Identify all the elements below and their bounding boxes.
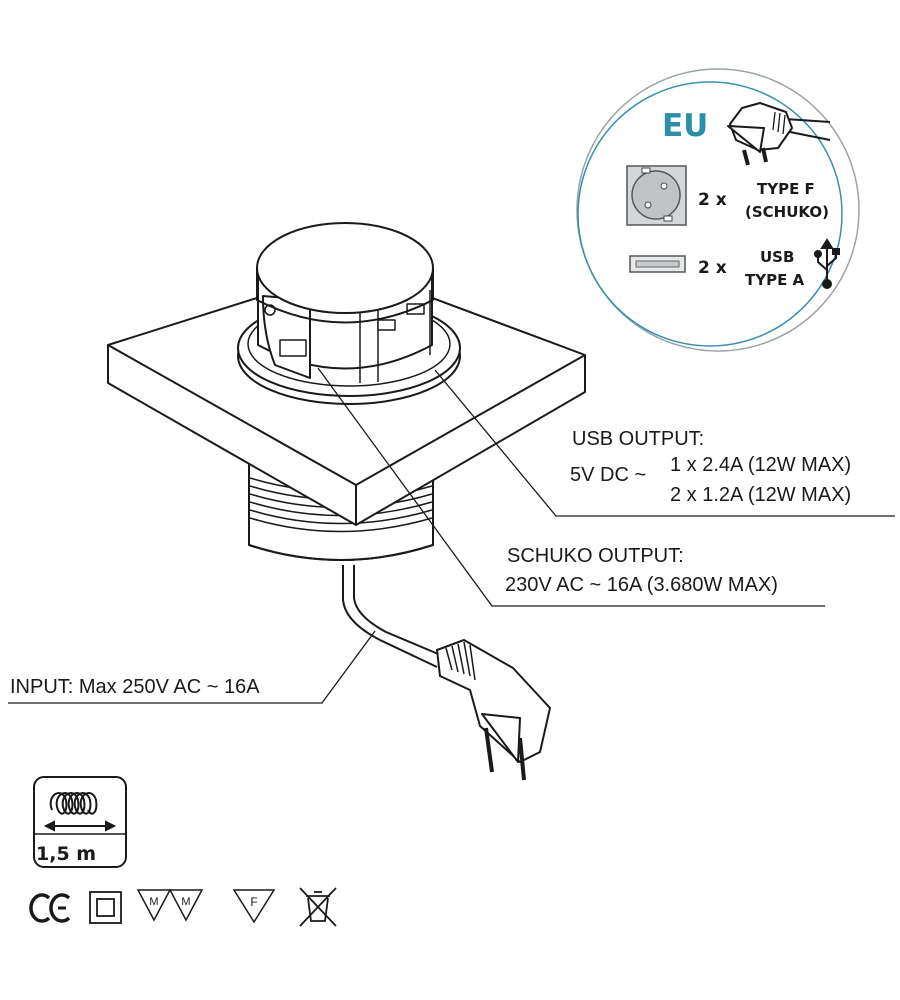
weee-bin-icon — [299, 887, 337, 927]
cable-length-label: 1,5 m — [36, 843, 97, 865]
ce-mark-icon — [29, 893, 71, 923]
eu-badge — [576, 68, 860, 352]
schuko-count: 2 x — [698, 190, 727, 210]
schuko-type-line2: (SCHUKO) — [745, 203, 829, 221]
usb-output-line2: 2 x 1.2A (12W MAX) — [670, 484, 852, 506]
class-ii-icon — [89, 891, 122, 924]
m-mark-letter-1: M — [149, 896, 158, 908]
usb-symbol-icon — [814, 238, 840, 289]
schuko-plug-drawing — [436, 639, 551, 781]
m-mark-letter-2: M — [181, 896, 190, 908]
usb-port-icon — [629, 255, 686, 273]
usb-output-title: USB OUTPUT: — [572, 428, 705, 450]
schuko-socket-icon — [626, 165, 687, 226]
usb-output-voltage: 5V DC ~ — [570, 464, 647, 486]
f-mark-letter: F — [250, 895, 257, 909]
leader-lines — [8, 367, 895, 704]
usb-count: 2 x — [698, 258, 727, 278]
schuko-output-line: 230V AC ~ 16A (3.680W MAX) — [505, 574, 778, 596]
socket-tower-drawing — [107, 222, 586, 561]
cable-coil-icon — [43, 792, 117, 832]
usb-output-line1: 1 x 2.4A (12W MAX) — [670, 454, 852, 476]
schuko-output-title: SCHUKO OUTPUT: — [507, 545, 684, 567]
schuko-plug-icon — [727, 102, 831, 166]
input-rating-label: INPUT: Max 250V AC ~ 16A — [10, 676, 260, 698]
f-mark-icon — [232, 889, 276, 924]
usb-type-line1: USB — [760, 248, 795, 266]
power-cable — [342, 565, 444, 668]
m-mark-icon — [136, 889, 204, 922]
usb-type-line2: TYPE A — [745, 271, 805, 289]
schuko-type-line1: TYPE F — [757, 180, 815, 198]
region-title: EU — [662, 108, 709, 144]
